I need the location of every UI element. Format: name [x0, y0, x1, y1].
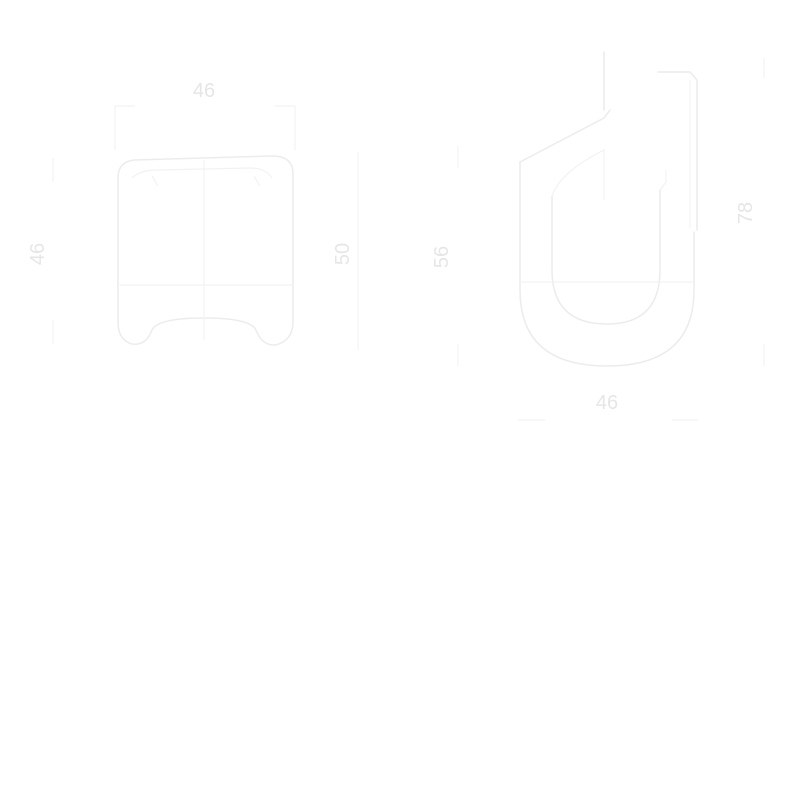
side-view-width-label: 46	[596, 392, 618, 414]
seat-outline-top	[117, 155, 294, 346]
seat-height-dimension: 56	[431, 146, 459, 366]
top-view-height-dimension: 50	[332, 152, 359, 350]
seat-height-label: 56	[431, 246, 453, 268]
top-view-width-dimension: 46	[114, 80, 296, 150]
top-view-depth-dimension: 46	[27, 158, 54, 344]
chair-profile	[519, 51, 698, 367]
top-view-height-label: 50	[332, 243, 354, 265]
side-view-width-dimension: 46	[518, 392, 698, 421]
total-height-dimension: 78	[735, 58, 765, 366]
top-view: 46 46 50	[27, 80, 359, 350]
side-view: 56 78 46	[431, 51, 765, 421]
top-view-width-label: 46	[193, 80, 215, 102]
total-height-label: 78	[735, 202, 757, 224]
top-view-depth-label: 46	[27, 243, 49, 265]
